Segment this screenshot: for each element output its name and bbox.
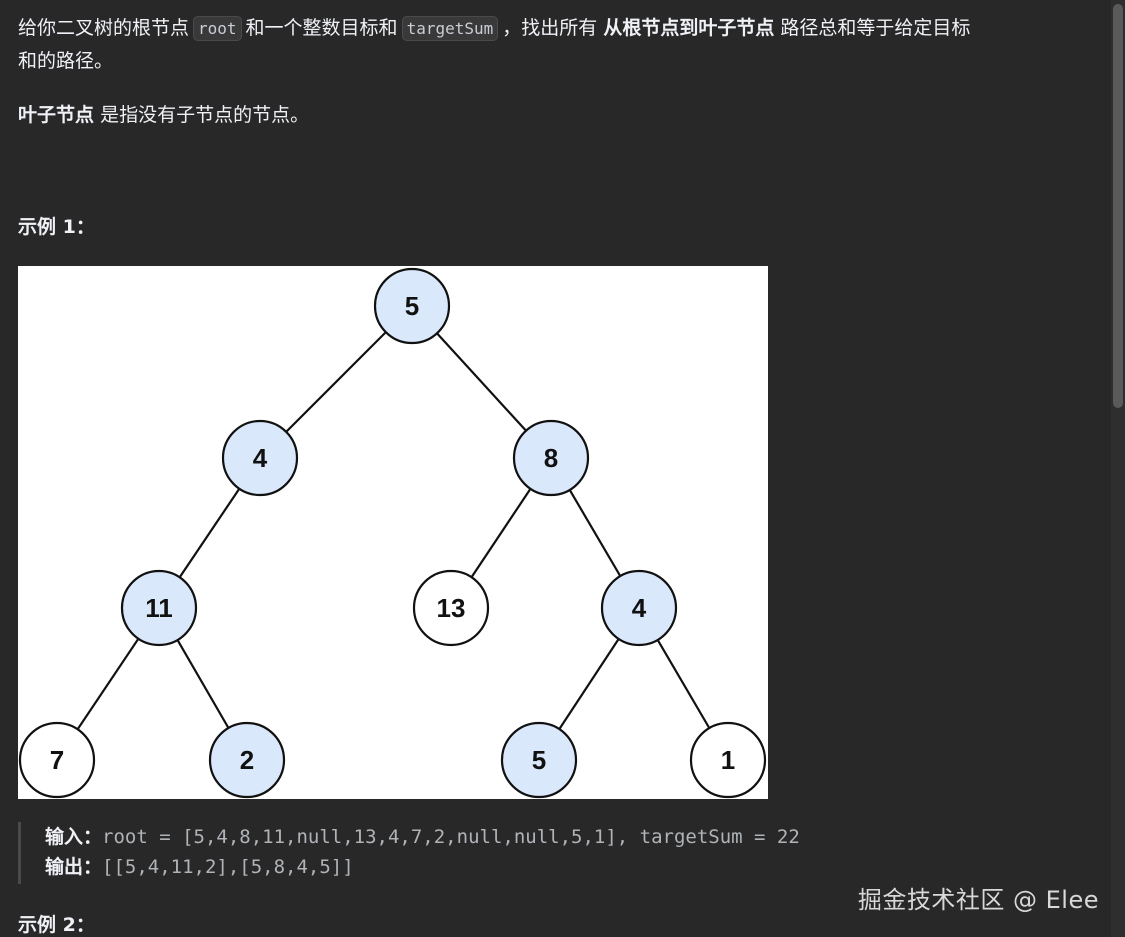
leaf-definition: 叶子节点 是指没有子节点的节点。 (18, 99, 309, 131)
tree-node: 2 (208, 721, 286, 799)
example-1-output: 输出：[[5,4,11,2],[5,8,4,5]] (45, 852, 918, 882)
scrollbar-thumb[interactable] (1113, 4, 1123, 408)
watermark: 掘金技术社区 @ Elee (857, 886, 1099, 914)
output-label: 输出： (45, 856, 103, 878)
tree-node-label: 7 (50, 745, 64, 775)
leaf-definition-text: 是指没有子节点的节点。 (100, 104, 310, 126)
tree-node-label: 11 (145, 593, 173, 623)
tree-node: 8 (512, 419, 590, 497)
inline-code-root: root (193, 16, 242, 41)
leaf-definition-bold: 叶子节点 (18, 104, 95, 126)
tree-node: 13 (412, 569, 490, 647)
tree-edges (56, 305, 729, 761)
tree-node: 5 (500, 721, 578, 799)
input-value: root = [5,4,8,11,null,13,4,7,2,null,null… (102, 826, 800, 848)
inline-code-targetsum: targetSum (401, 16, 499, 41)
example-1-input: 输入：root = [5,4,8,11,null,13,4,7,2,null,n… (45, 822, 918, 852)
tree-node-label: 8 (544, 443, 558, 473)
tree-node-circle (689, 721, 767, 799)
tree-node-circle (221, 419, 299, 497)
tree-node: 1 (689, 721, 767, 799)
tree-node-circle (373, 267, 451, 345)
example-1-heading: 示例 1： (18, 216, 95, 238)
tree-node-circle (120, 569, 198, 647)
tree-node-circle (500, 721, 578, 799)
description-text: 和的路径。 (18, 50, 114, 72)
tree-node-circle (18, 721, 96, 799)
example-1-io: 输入：root = [5,4,8,11,null,13,4,7,2,null,n… (18, 822, 918, 884)
tree-node-label: 5 (532, 745, 546, 775)
tree-node: 4 (221, 419, 299, 497)
tree-node: 11 (120, 569, 198, 647)
tree-node-label: 1 (721, 745, 735, 775)
tree-node-label: 13 (437, 593, 466, 623)
tree-node: 7 (18, 721, 96, 799)
input-label: 输入： (45, 826, 103, 848)
description-text: 路径总和等于给定目标 (780, 17, 971, 39)
description-text: ，找出所有 (502, 17, 598, 39)
output-value: [[5,4,11,2],[5,8,4,5]] (102, 856, 354, 878)
scrollbar-track[interactable] (1111, 0, 1125, 937)
tree-node-label: 4 (632, 593, 647, 623)
tree-node-circle (600, 569, 678, 647)
description-bold: 从根节点到叶子节点 (603, 17, 775, 39)
binary-tree-svg: 5 4 8 11 13 4 7 2 5 1 (18, 267, 767, 799)
tree-node-circle (208, 721, 286, 799)
tree-nodes: 5 4 8 11 13 4 7 2 5 1 (18, 267, 767, 799)
example-2-heading: 示例 2： (18, 914, 95, 936)
tree-node-circle (412, 569, 490, 647)
tree-node: 5 (373, 267, 451, 345)
description-text: 和一个整数目标和 (245, 17, 398, 39)
binary-tree-figure: 5 4 8 11 13 4 7 2 5 1 (18, 266, 768, 799)
description-text: 给你二叉树的根节点 (18, 17, 190, 39)
tree-node-label: 2 (240, 745, 254, 775)
tree-node-circle (512, 419, 590, 497)
tree-node-label: 5 (405, 291, 419, 321)
tree-node-label: 4 (253, 443, 268, 473)
tree-node: 4 (600, 569, 678, 647)
